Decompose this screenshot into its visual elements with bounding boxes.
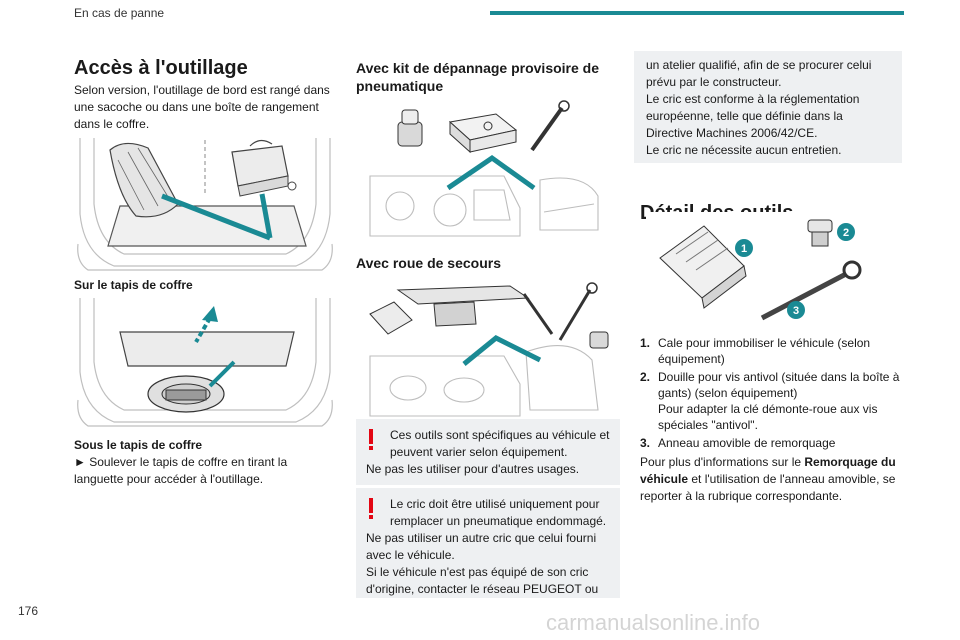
step-text: Soulever le tapis de coffre en tirant la… <box>74 455 288 486</box>
cross-ref-link[interactable]: Remorquage du véhicule <box>640 455 896 486</box>
badge-1: 1 <box>741 243 747 255</box>
section-title: Accès à l'outillage <box>74 57 248 79</box>
step-instruction: ► Soulever le tapis de coffre en tirant … <box>74 454 336 488</box>
list-item: 3. Anneau amovible de remorquage <box>640 435 908 451</box>
note-line-3: Le cric ne nécessite aucun entretien. <box>646 143 842 157</box>
tools-list: 1. Cale pour immobiliser le véhicule (se… <box>640 335 908 451</box>
watermark: carmanualsonline.info <box>546 610 761 635</box>
trunk-illustration-under-mat <box>74 294 336 430</box>
header-title: En cas de panne <box>74 6 165 20</box>
warning-box-tools: Ces outils sont spécifiques au véhicule … <box>356 419 620 485</box>
cross-reference-note: Pour plus d'informations sur le Remorqua… <box>640 454 908 505</box>
trunk-illustration-bag <box>74 134 336 274</box>
intro-text: Selon version, l'outillage de bord est r… <box>74 83 330 131</box>
note-line-2: Le cric est conforme à la réglementation… <box>646 92 860 140</box>
caption-under-mat: Sous le tapis de coffre <box>74 438 203 452</box>
kit-title: Avec kit de dépannage provisoire de pneu… <box>356 60 600 94</box>
tools-detail-illustration: 1 2 3 <box>646 212 866 328</box>
list-item-number: 1. <box>640 336 651 350</box>
header-accent-bar <box>490 11 904 15</box>
list-item-number: 2. <box>640 370 651 384</box>
spare-wheel-title: Avec roue de secours <box>356 255 501 271</box>
badge-2: 2 <box>843 227 849 239</box>
list-item: 2. Douille pour vis antivol (située dans… <box>640 369 908 433</box>
warning-exclamation-icon <box>369 498 373 519</box>
list-item-extra: Pour adapter la clé démonte-roue aux vis… <box>658 402 878 432</box>
warning-1-line-1: Ces outils sont spécifiques au véhicule … <box>390 428 610 459</box>
badge-3: 3 <box>793 305 799 317</box>
spare-wheel-tools-illustration <box>364 280 614 420</box>
warning-1-line-2: Ne pas les utiliser pour d'autres usages… <box>366 462 580 476</box>
step-arrow-icon: ► <box>74 455 86 469</box>
list-item-text: Cale pour immobiliser le véhicule (selon… <box>658 336 871 366</box>
list-item: 1. Cale pour immobiliser le véhicule (se… <box>640 335 908 367</box>
note-line-1: un atelier qualifié, afin de se procurer… <box>646 58 872 89</box>
warning-2-line-3: Si le véhicule n'est pas équipé de son c… <box>366 565 599 596</box>
cross-ref-suffix: et l'utilisation de l'anneau amovible, s… <box>640 472 896 503</box>
cross-ref-prefix: Pour plus d'informations sur le <box>640 455 805 469</box>
list-item-text: Anneau amovible de remorquage <box>658 436 836 450</box>
repair-kit-illustration <box>364 100 614 240</box>
warning-2-line-2: Ne pas utiliser un autre cric que celui … <box>366 531 597 562</box>
jack-note-box: un atelier qualifié, afin de se procurer… <box>634 51 902 163</box>
warning-2-line-1: Le cric doit être utilisé uniquement pou… <box>390 497 607 528</box>
warning-box-jack: Le cric doit être utilisé uniquement pou… <box>356 488 620 598</box>
caption-on-mat: Sur le tapis de coffre <box>74 278 193 292</box>
warning-exclamation-icon <box>369 429 373 450</box>
list-item-number: 3. <box>640 436 651 450</box>
page-number: 176 <box>18 604 39 618</box>
list-item-text: Douille pour vis antivol (située dans la… <box>658 370 900 400</box>
